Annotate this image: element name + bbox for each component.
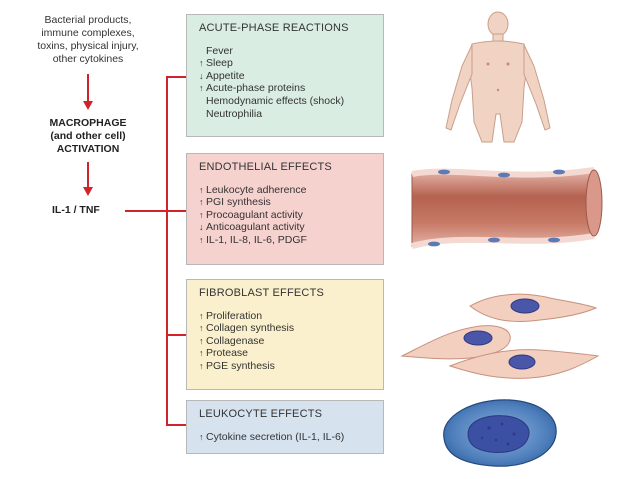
effect-arrow-icon: ↑	[199, 323, 204, 334]
connector-branch	[166, 76, 186, 78]
fibroblast-box: FIBROBLAST EFFECTS ↑Proliferation ↑Colla…	[186, 279, 384, 390]
list-item: ↑Collagen synthesis	[199, 322, 383, 335]
list-item: ↓Appetite	[199, 70, 383, 83]
mediator-label: IL-1 / TNF	[52, 204, 100, 216]
list-item-text: Collagenase	[206, 334, 265, 347]
connector-branch	[166, 334, 186, 336]
arrow-down-icon	[83, 187, 93, 196]
leukocyte-box: LEUKOCYTE EFFECTS ↑Cytokine secretion (I…	[186, 400, 384, 454]
effect-arrow-icon: ↑	[199, 348, 204, 359]
list-item: ↓Anticoagulant activity	[199, 221, 383, 234]
list-item: ↑Sleep	[199, 57, 383, 70]
list-item-text: Neutrophilia	[206, 107, 263, 120]
effect-arrow-icon: ↑	[199, 335, 204, 346]
list-item-text: Hemodynamic effects (shock)	[206, 94, 345, 107]
effect-arrow-icon: ↓	[199, 222, 204, 233]
fibroblast-cells-icon	[400, 293, 600, 379]
box-title: ENDOTHELIAL EFFECTS	[199, 161, 332, 173]
activation-line: (and other cell)	[50, 130, 126, 142]
activation-label: MACROPHAGE (and other cell) ACTIVATION	[14, 117, 162, 156]
effect-arrow-icon: ↓	[199, 70, 204, 81]
list-item-text: Proliferation	[206, 309, 263, 322]
trigger-line: other cytokines	[52, 53, 124, 65]
box-title: LEUKOCYTE EFFECTS	[199, 408, 323, 420]
list-item-text: Leukocyte adherence	[206, 183, 307, 196]
list-item: ↑Acute-phase proteins	[199, 82, 383, 95]
list-item-text: PGE synthesis	[206, 359, 275, 372]
activation-line: MACROPHAGE	[49, 117, 127, 129]
list-item-text: Collagen synthesis	[206, 322, 295, 335]
list-item-text: Fever	[206, 44, 233, 57]
list-item: ↑PGE synthesis	[199, 360, 383, 373]
list-item-text: Cytokine secretion (IL-1, IL-6)	[206, 430, 345, 443]
list-item: ↑Proliferation	[199, 310, 383, 323]
leukocyte-cell-icon	[443, 399, 557, 467]
trigger-line: immune complexes,	[41, 27, 135, 39]
connector-branch	[166, 210, 186, 212]
list-item-text: Anticoagulant activity	[206, 221, 305, 234]
list-item-text: Acute-phase proteins	[206, 82, 306, 95]
arrow-shaft	[87, 162, 89, 188]
box-title: FIBROBLAST EFFECTS	[199, 287, 325, 299]
effect-arrow-icon: ↑	[199, 83, 204, 94]
list-item: ↑PGI synthesis	[199, 196, 383, 209]
effect-arrow-icon: ↑	[199, 184, 204, 195]
list-item: Neutrophilia	[199, 108, 383, 121]
list-item: ↑IL-1, IL-8, IL-6, PDGF	[199, 234, 383, 247]
list-item-text: Protease	[206, 347, 249, 360]
list-item-text: Sleep	[206, 57, 233, 70]
list-item-text: IL-1, IL-8, IL-6, PDGF	[206, 233, 307, 246]
list-item: ↑Leukocyte adherence	[199, 184, 383, 197]
effect-arrow-icon: ↑	[199, 197, 204, 208]
list-item: ↑Collagenase	[199, 335, 383, 348]
blood-vessel-icon	[411, 167, 603, 249]
connector-horizontal	[125, 210, 168, 212]
list-item: Hemodynamic effects (shock)	[199, 95, 383, 108]
effect-arrow-icon: ↑	[199, 360, 204, 371]
connector-branch	[166, 424, 186, 426]
effect-arrow-icon: ↑	[199, 310, 204, 321]
trigger-line: Bacterial products,	[44, 14, 132, 26]
trigger-text: Bacterial products, immune complexes, to…	[14, 14, 162, 66]
effect-arrow-icon: ↑	[199, 431, 204, 442]
arrow-shaft	[87, 74, 89, 102]
list-item: ↑Procoagulant activity	[199, 209, 383, 222]
list-item: ↑Protease	[199, 347, 383, 360]
endothelial-box: ENDOTHELIAL EFFECTS ↑Leukocyte adherence…	[186, 153, 384, 265]
activation-line: ACTIVATION	[56, 143, 120, 155]
list-item-text: Appetite	[206, 69, 245, 82]
connector-vertical	[166, 76, 168, 425]
trigger-line: toxins, physical injury,	[37, 40, 139, 52]
effect-arrow-icon: ↑	[199, 209, 204, 220]
list-item-text: PGI synthesis	[206, 196, 271, 209]
list-item-text: Procoagulant activity	[206, 208, 303, 221]
acute-phase-box: ACUTE-PHASE REACTIONS Fever ↑Sleep ↓Appe…	[186, 14, 384, 137]
list-item: Fever	[199, 45, 383, 58]
human-body-icon	[445, 11, 551, 143]
effect-arrow-icon: ↑	[199, 234, 204, 245]
effect-arrow-icon: ↑	[199, 58, 204, 69]
list-item: ↑Cytokine secretion (IL-1, IL-6)	[199, 431, 383, 444]
arrow-down-icon	[83, 101, 93, 110]
box-title: ACUTE-PHASE REACTIONS	[199, 22, 349, 34]
